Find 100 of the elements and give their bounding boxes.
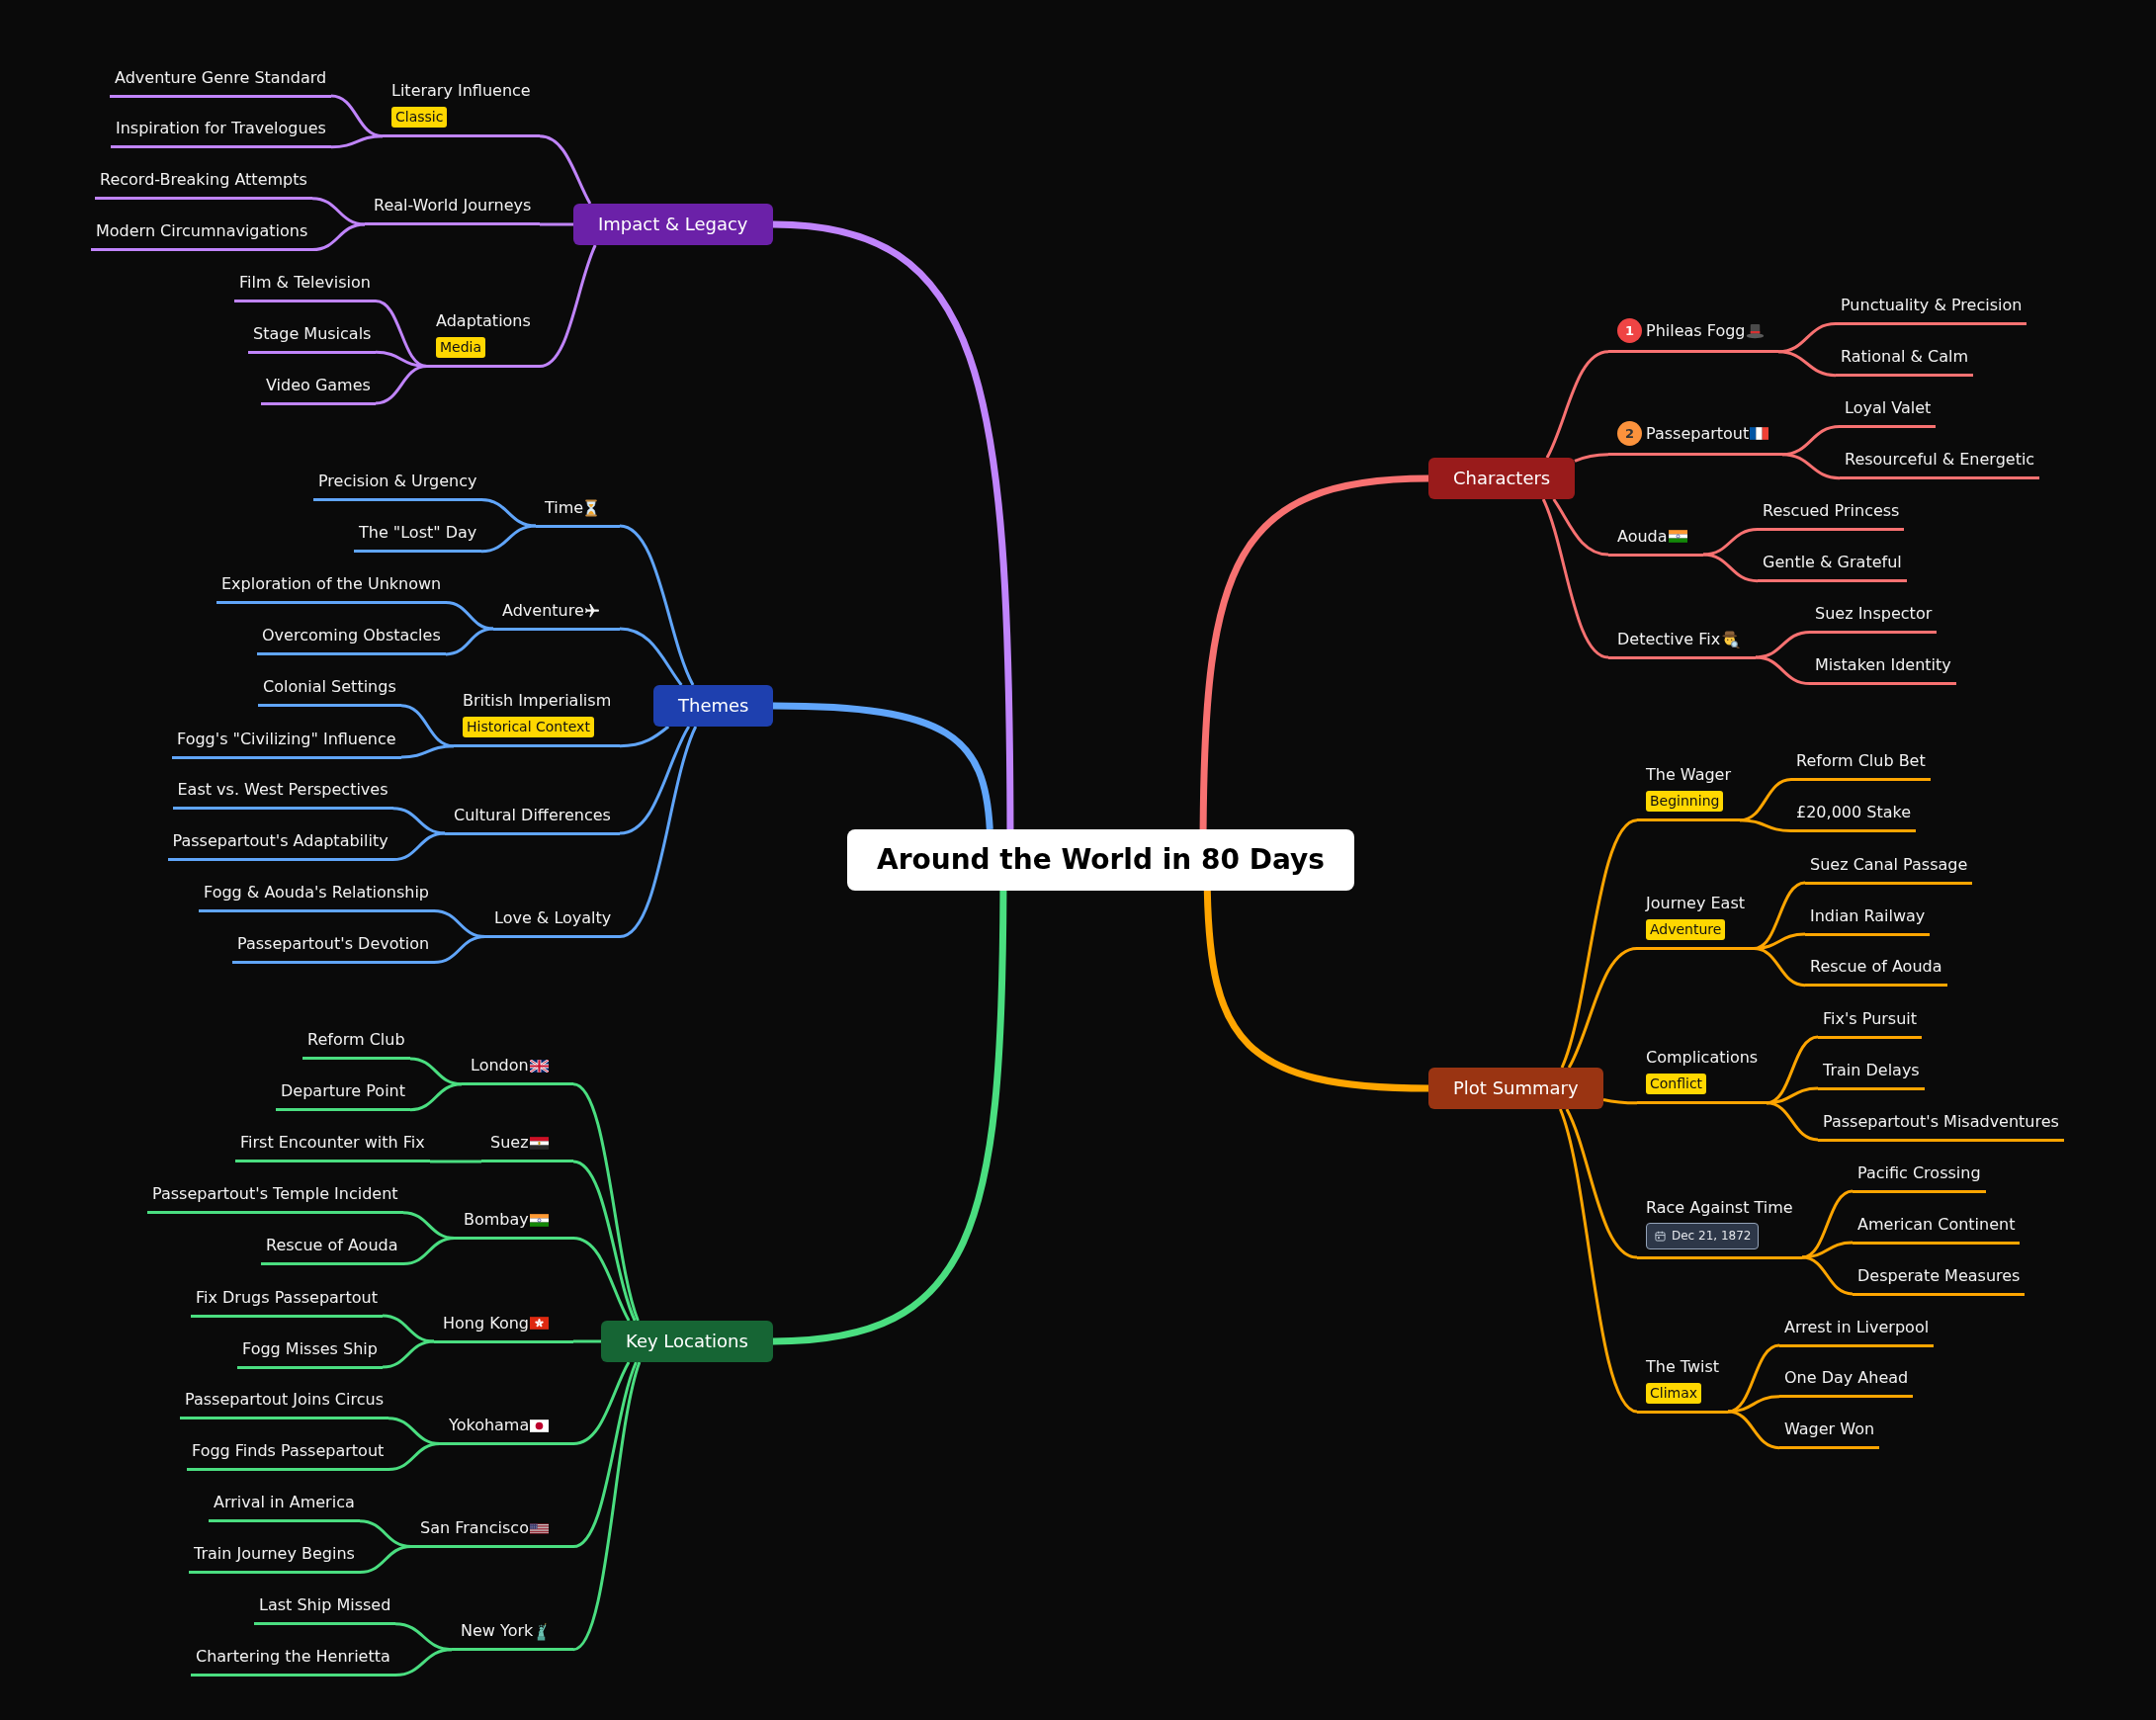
branch-line [330, 134, 384, 149]
leaf-topic: £20,000 Stake [1791, 801, 1917, 833]
branch-line [573, 1339, 601, 1343]
leaf-topic: Wager Won [1779, 1418, 1880, 1450]
topic-label: Detective Fix [1617, 629, 1721, 649]
topic-node [1608, 316, 1779, 354]
branch-line [772, 220, 1014, 830]
branch-line [311, 197, 366, 226]
leaf-topic: Exploration of the Unknown [216, 572, 447, 605]
branch-line [480, 498, 537, 528]
branch-line [1702, 553, 1759, 583]
leaf-topic: Punctuality & Precision [1836, 294, 2027, 326]
leaf-topic: Rescue of Aouda [261, 1234, 403, 1265]
branch-line [1739, 818, 1792, 833]
branch-topic: Key Locations [601, 1321, 773, 1362]
leaf-topic: Stage Musicals [248, 321, 377, 354]
leaf-topic: Indian Railway [1805, 903, 1931, 936]
branch-line [772, 890, 1007, 1345]
branch-line [572, 1237, 631, 1322]
branch-line [1727, 1395, 1780, 1414]
topic-label: London [471, 1056, 529, 1076]
topic-label: The Twist [1646, 1356, 1720, 1377]
leaf-topic: Inspiration for Travelogues [111, 117, 331, 149]
topic-label: Literary Influence [391, 81, 531, 102]
leaf-topic: Suez Canal Passage [1805, 852, 1973, 885]
branch-line [1560, 818, 1638, 1069]
leaf-topic: First Encounter with Fix [235, 1131, 430, 1163]
leaf-topic: Rescue of Aouda [1805, 955, 1947, 988]
branch-line [1766, 1101, 1819, 1142]
topic-label: Journey East [1646, 894, 1745, 913]
branch-line [433, 935, 486, 965]
leaf-topic: Precision & Urgency [313, 470, 482, 502]
leaf-topic: Fogg Misses Ship [237, 1336, 383, 1369]
topic-label: Aouda [1617, 526, 1668, 547]
leaf-topic: Colonial Settings [258, 675, 401, 708]
topic-label: New York [461, 1621, 534, 1642]
branch-line [1558, 1108, 1638, 1414]
leaf-topic: Train Delays [1818, 1058, 1925, 1090]
leaf-topic: Rational & Calm [1836, 345, 1974, 378]
number-badge: 1 [1617, 318, 1642, 344]
leaf-topic: Mistaken Identity [1810, 653, 1956, 686]
branch-line [1755, 655, 1811, 686]
branch-line [402, 1237, 456, 1265]
topic-label: Race Against Time [1646, 1197, 1793, 1218]
topic-label: British Imperialism [463, 691, 612, 712]
branch-line [409, 1082, 463, 1112]
branch-line [539, 244, 597, 369]
topic-label: Adventure [502, 600, 584, 621]
branch-topic: Themes [653, 685, 774, 727]
branch-line [1727, 1410, 1780, 1450]
leaf-topic: Train Journey Begins [189, 1542, 360, 1574]
topic-label: Bombay [464, 1210, 529, 1231]
branch-line [1565, 1108, 1638, 1259]
branch-line [619, 726, 698, 938]
topic-label: Suez [490, 1133, 529, 1154]
branch-line [400, 744, 455, 759]
branch-line [619, 725, 670, 748]
branch-line [1199, 474, 1429, 830]
leaf-topic: One Day Ahead [1779, 1366, 1914, 1399]
leaf-topic: Last Ship Missed [254, 1593, 396, 1626]
tag-badge: Beginning [1646, 791, 1724, 813]
branch-line [480, 524, 537, 554]
leaf-topic: The "Lost" Day [354, 521, 482, 554]
topic-node [1608, 419, 1783, 457]
leaf-topic: Passepartout Joins Circus [180, 1388, 388, 1420]
leaf-topic: Adventure Genre Standard [110, 65, 332, 98]
leaf-topic: Suez Inspector [1810, 601, 1938, 634]
central-topic: Around the World in 80 Days [847, 829, 1354, 891]
leaf-topic: Modern Circumnavigations [91, 219, 313, 252]
topic-label: Real-World Journeys [374, 196, 532, 216]
topic-label: Cultural Differences [454, 805, 611, 825]
branch-line [382, 1314, 435, 1343]
tag-badge: Classic [391, 107, 448, 129]
leaf-topic: Arrival in America [209, 1491, 360, 1523]
leaf-topic: Desperate Measures [1853, 1263, 2026, 1296]
branch-line [619, 524, 695, 686]
leaf-topic: East vs. West Perspectives [172, 778, 393, 811]
branch-line [445, 627, 494, 656]
branch-line [572, 1082, 640, 1322]
branch-line [772, 702, 993, 830]
tag-badge: Climax [1646, 1382, 1702, 1404]
branch-line [1801, 1255, 1854, 1296]
branch-line [1781, 453, 1841, 480]
branch-topic: Characters [1428, 458, 1576, 499]
topic-label: Phileas Fogg [1646, 320, 1746, 341]
branch-line [392, 807, 446, 835]
branch-line [1753, 947, 1806, 988]
leaf-topic: Resourceful & Energetic [1840, 448, 2040, 480]
topic-label: Passepartout [1646, 423, 1750, 444]
branch-line [572, 1361, 642, 1652]
branch-line [619, 627, 683, 686]
branch-line [359, 1545, 412, 1574]
branch-line [1801, 1241, 1854, 1259]
topic-label: Yokohama [449, 1416, 530, 1436]
branch-line [392, 831, 446, 862]
number-badge: 2 [1617, 421, 1642, 447]
leaf-topic: Passepartout's Devotion [232, 932, 435, 965]
branch-line [1552, 498, 1609, 557]
leaf-topic: Arrest in Liverpool [1779, 1315, 1935, 1347]
date-text: Dec 21, 1872 [1672, 1229, 1752, 1243]
